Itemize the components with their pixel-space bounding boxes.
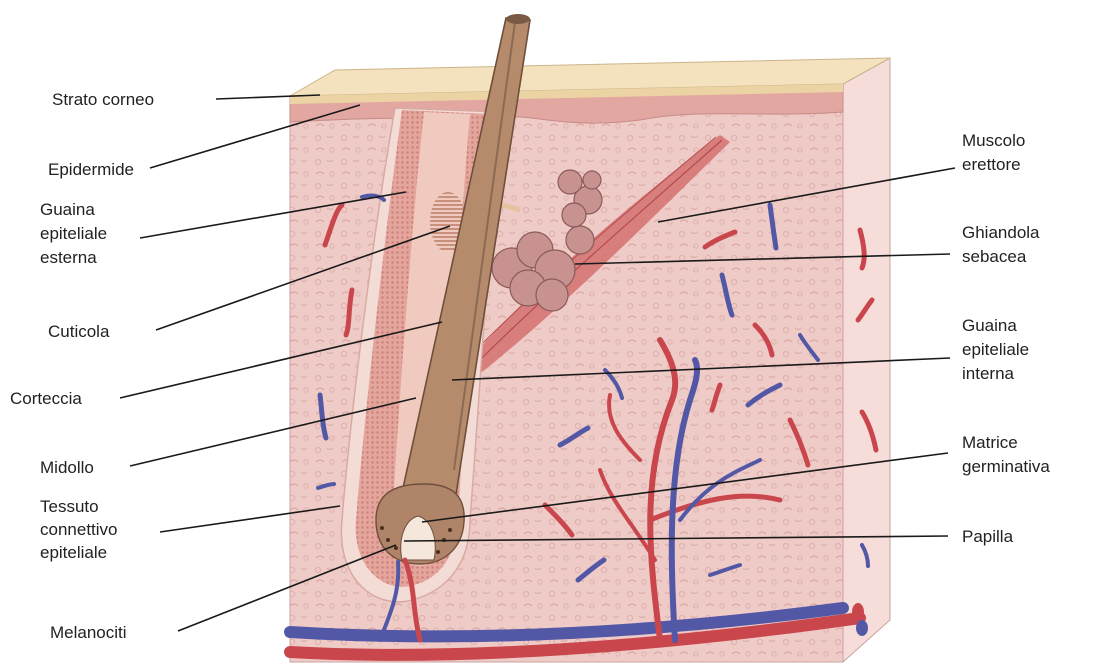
label-melanociti: Melanociti	[50, 623, 127, 642]
label-cuticola: Cuticola	[48, 322, 110, 341]
artery-end	[852, 603, 864, 621]
label-strato-corneo: Strato corneo	[52, 90, 154, 109]
skin-side-face	[843, 58, 890, 662]
label-epidermide: Epidermide	[48, 160, 134, 179]
label-papilla: Papilla	[962, 527, 1014, 546]
label-midollo: Midollo	[40, 458, 94, 477]
label-guaina-esterna: Guaina epiteliale esterna	[40, 200, 112, 267]
vein-end	[856, 620, 868, 636]
label-matrice: Matrice germinativa	[962, 433, 1050, 476]
label-muscolo: Muscolo erettore	[962, 131, 1030, 174]
hair-tip	[506, 14, 530, 24]
label-corteccia: Corteccia	[10, 389, 82, 408]
label-tessuto: Tessuto connettivo epiteliale	[40, 497, 122, 562]
label-ghiandola: Ghiandola sebacea	[962, 223, 1044, 266]
label-guaina-interna: Guaina epiteliale interna	[962, 316, 1034, 383]
